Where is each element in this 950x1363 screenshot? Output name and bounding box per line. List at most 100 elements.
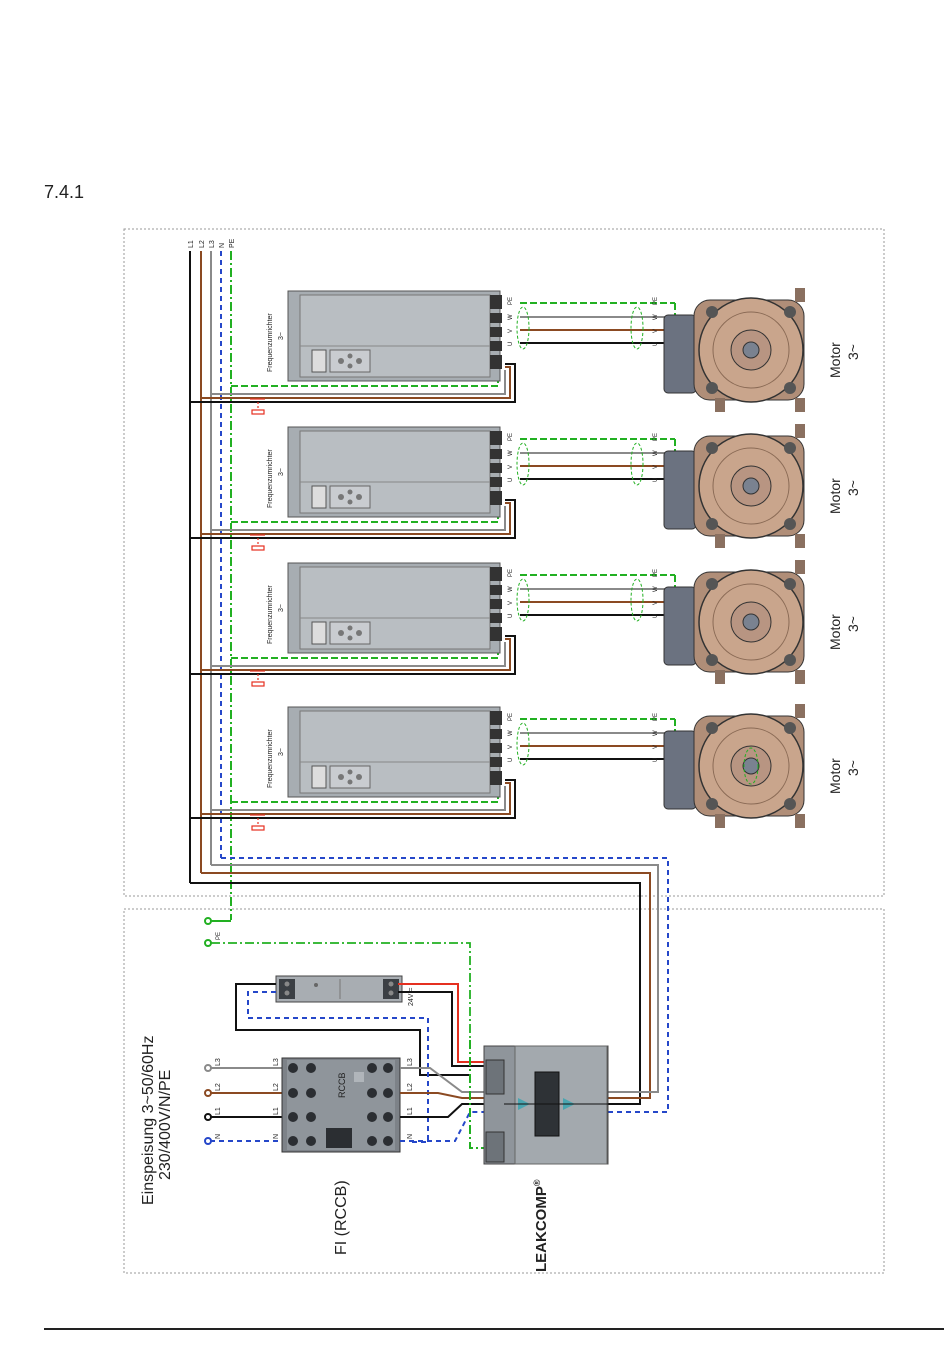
bus-label-l1: L1 — [188, 240, 195, 248]
converter-label: Frequenzumrichter — [267, 313, 274, 372]
drive-area-frame — [123, 228, 885, 897]
supply-title-line2: 230/400V/N/PE — [157, 1070, 174, 1180]
motor-phase: 3~ — [845, 616, 861, 632]
rccb-terminal-l3: L3 — [273, 1058, 280, 1066]
svg-text:LEAKCOMP®: LEAKCOMP® — [532, 1179, 550, 1272]
drive-unit: Frequenzumrichter 3~ U V W PE U V W PE — [190, 704, 861, 831]
converter-phase: 3~ — [278, 332, 285, 340]
power-supply-24v: 24V = — [275, 975, 415, 1007]
rccb-out-terminal-n: N — [407, 1134, 414, 1139]
motor-terminal-w: W — [653, 730, 659, 736]
converter-phase: 3~ — [278, 748, 285, 756]
supply-terminal-l2: L2 — [215, 1083, 222, 1091]
rccb-terminal-l1: L1 — [273, 1107, 280, 1115]
rccb-device: RCCB L3 L2 L1 N L3 L2 L1 N — [273, 1057, 414, 1153]
motor-terminal-w: W — [653, 314, 659, 320]
terminal-w: W — [508, 730, 514, 736]
rccb-out-terminal-l1: L1 — [407, 1107, 414, 1115]
motor-label: Motor — [827, 614, 843, 650]
rccb-caption: FI (RCCB) — [333, 1180, 350, 1255]
terminal-v: V — [508, 465, 514, 469]
frequency-converter: Frequenzumrichter 3~ — [267, 426, 502, 518]
rccb-out-terminal-l3: L3 — [407, 1058, 414, 1066]
motor-terminal-pe: PE — [653, 713, 659, 721]
terminal-w: W — [508, 314, 514, 320]
leakcomp-device — [483, 1045, 640, 1165]
motor-terminal-pe: PE — [653, 297, 659, 305]
motor-terminal-w: W — [653, 450, 659, 456]
terminal-v: V — [508, 329, 514, 333]
motor-phase: 3~ — [845, 760, 861, 776]
leakcomp-brand: LEAKCOMP® — [532, 1179, 550, 1272]
footer-rule — [44, 1328, 944, 1330]
rccb-terminal-n: N — [273, 1134, 280, 1139]
motor-terminal-u: U — [653, 478, 659, 482]
converter-phase: 3~ — [278, 604, 285, 612]
power-supply-label: 24V = — [408, 988, 415, 1007]
bus-label-l2: L2 — [199, 240, 206, 248]
converter-label: Frequenzumrichter — [267, 585, 274, 644]
motor-phase: 3~ — [845, 344, 861, 360]
drive-unit: Frequenzumrichter 3~ U V W PE U V W PE — [190, 560, 861, 687]
circuit-breaker-icon — [250, 670, 265, 687]
terminal-pe: PE — [508, 713, 514, 721]
terminal-pe: PE — [508, 433, 514, 441]
supply-terminal-l1: L1 — [215, 1107, 222, 1115]
leakcomp-reg-mark: ® — [532, 1179, 542, 1186]
terminal-pe: PE — [508, 297, 514, 305]
bus-label-l3: L3 — [209, 240, 216, 248]
converter-phase: 3~ — [278, 468, 285, 476]
rccb-to-leakcomp — [400, 1040, 490, 1149]
supply-area-frame — [123, 908, 885, 1274]
drive-unit: Frequenzumrichter 3~ U V W PE U V W PE — [190, 288, 861, 415]
terminal-u: U — [508, 342, 514, 346]
rccb-face-label: RCCB — [337, 1072, 347, 1098]
pe-label: PE — [216, 932, 222, 940]
motor-terminal-pe: PE — [653, 569, 659, 577]
terminal-v: V — [508, 601, 514, 605]
motor-terminal-v: V — [653, 465, 659, 469]
terminal-pe: PE — [508, 569, 514, 577]
motor-label: Motor — [827, 758, 843, 794]
rccb-out-terminal-l2: L2 — [407, 1083, 414, 1091]
motor-icon — [663, 560, 805, 684]
frequency-converter: Frequenzumrichter 3~ — [267, 290, 502, 382]
converter-label: Frequenzumrichter — [267, 729, 274, 788]
bus-label-pe: PE — [229, 238, 236, 248]
terminal-u: U — [508, 478, 514, 482]
motor-terminal-pe: PE — [653, 433, 659, 441]
bus-label-n: N — [219, 243, 226, 248]
motor-icon — [663, 424, 805, 548]
section-number: 7.4.1 — [44, 182, 85, 202]
supply-terminal-l3: L3 — [215, 1058, 222, 1066]
supply-title-line1: Einspeisung 3~50/60Hz — [140, 1036, 157, 1205]
supply-terminal-n: N — [215, 1134, 222, 1139]
terminal-w: W — [508, 450, 514, 456]
leakcomp-brand-text: LEAKCOMP — [533, 1186, 550, 1272]
motor-terminal-w: W — [653, 586, 659, 592]
motor-terminal-u: U — [653, 342, 659, 346]
pe-terminals: PE — [204, 917, 471, 1040]
motor-terminal-v: V — [653, 601, 659, 605]
circuit-breaker-icon — [250, 534, 265, 551]
motor-icon — [663, 288, 805, 412]
motor-icon — [663, 704, 805, 828]
terminal-u: U — [508, 758, 514, 762]
motor-label: Motor — [827, 342, 843, 378]
motor-terminal-u: U — [653, 758, 659, 762]
drive-unit: Frequenzumrichter 3~ U V W PE U V W PE — [190, 424, 861, 551]
motor-label: Motor — [827, 478, 843, 514]
terminal-v: V — [508, 745, 514, 749]
supply-terminals: L3 L2 L1 N — [204, 1058, 282, 1145]
circuit-breaker-icon — [250, 814, 265, 831]
circuit-breaker-icon — [250, 398, 265, 415]
terminal-u: U — [508, 614, 514, 618]
frequency-converter: Frequenzumrichter 3~ — [267, 562, 502, 654]
converter-label: Frequenzumrichter — [267, 449, 274, 508]
motor-terminal-u: U — [653, 614, 659, 618]
terminal-w: W — [508, 586, 514, 592]
bus-label-group: L1 L2 L3 N PE — [188, 238, 236, 248]
motor-terminal-v: V — [653, 329, 659, 333]
rccb-terminal-l2: L2 — [273, 1083, 280, 1091]
